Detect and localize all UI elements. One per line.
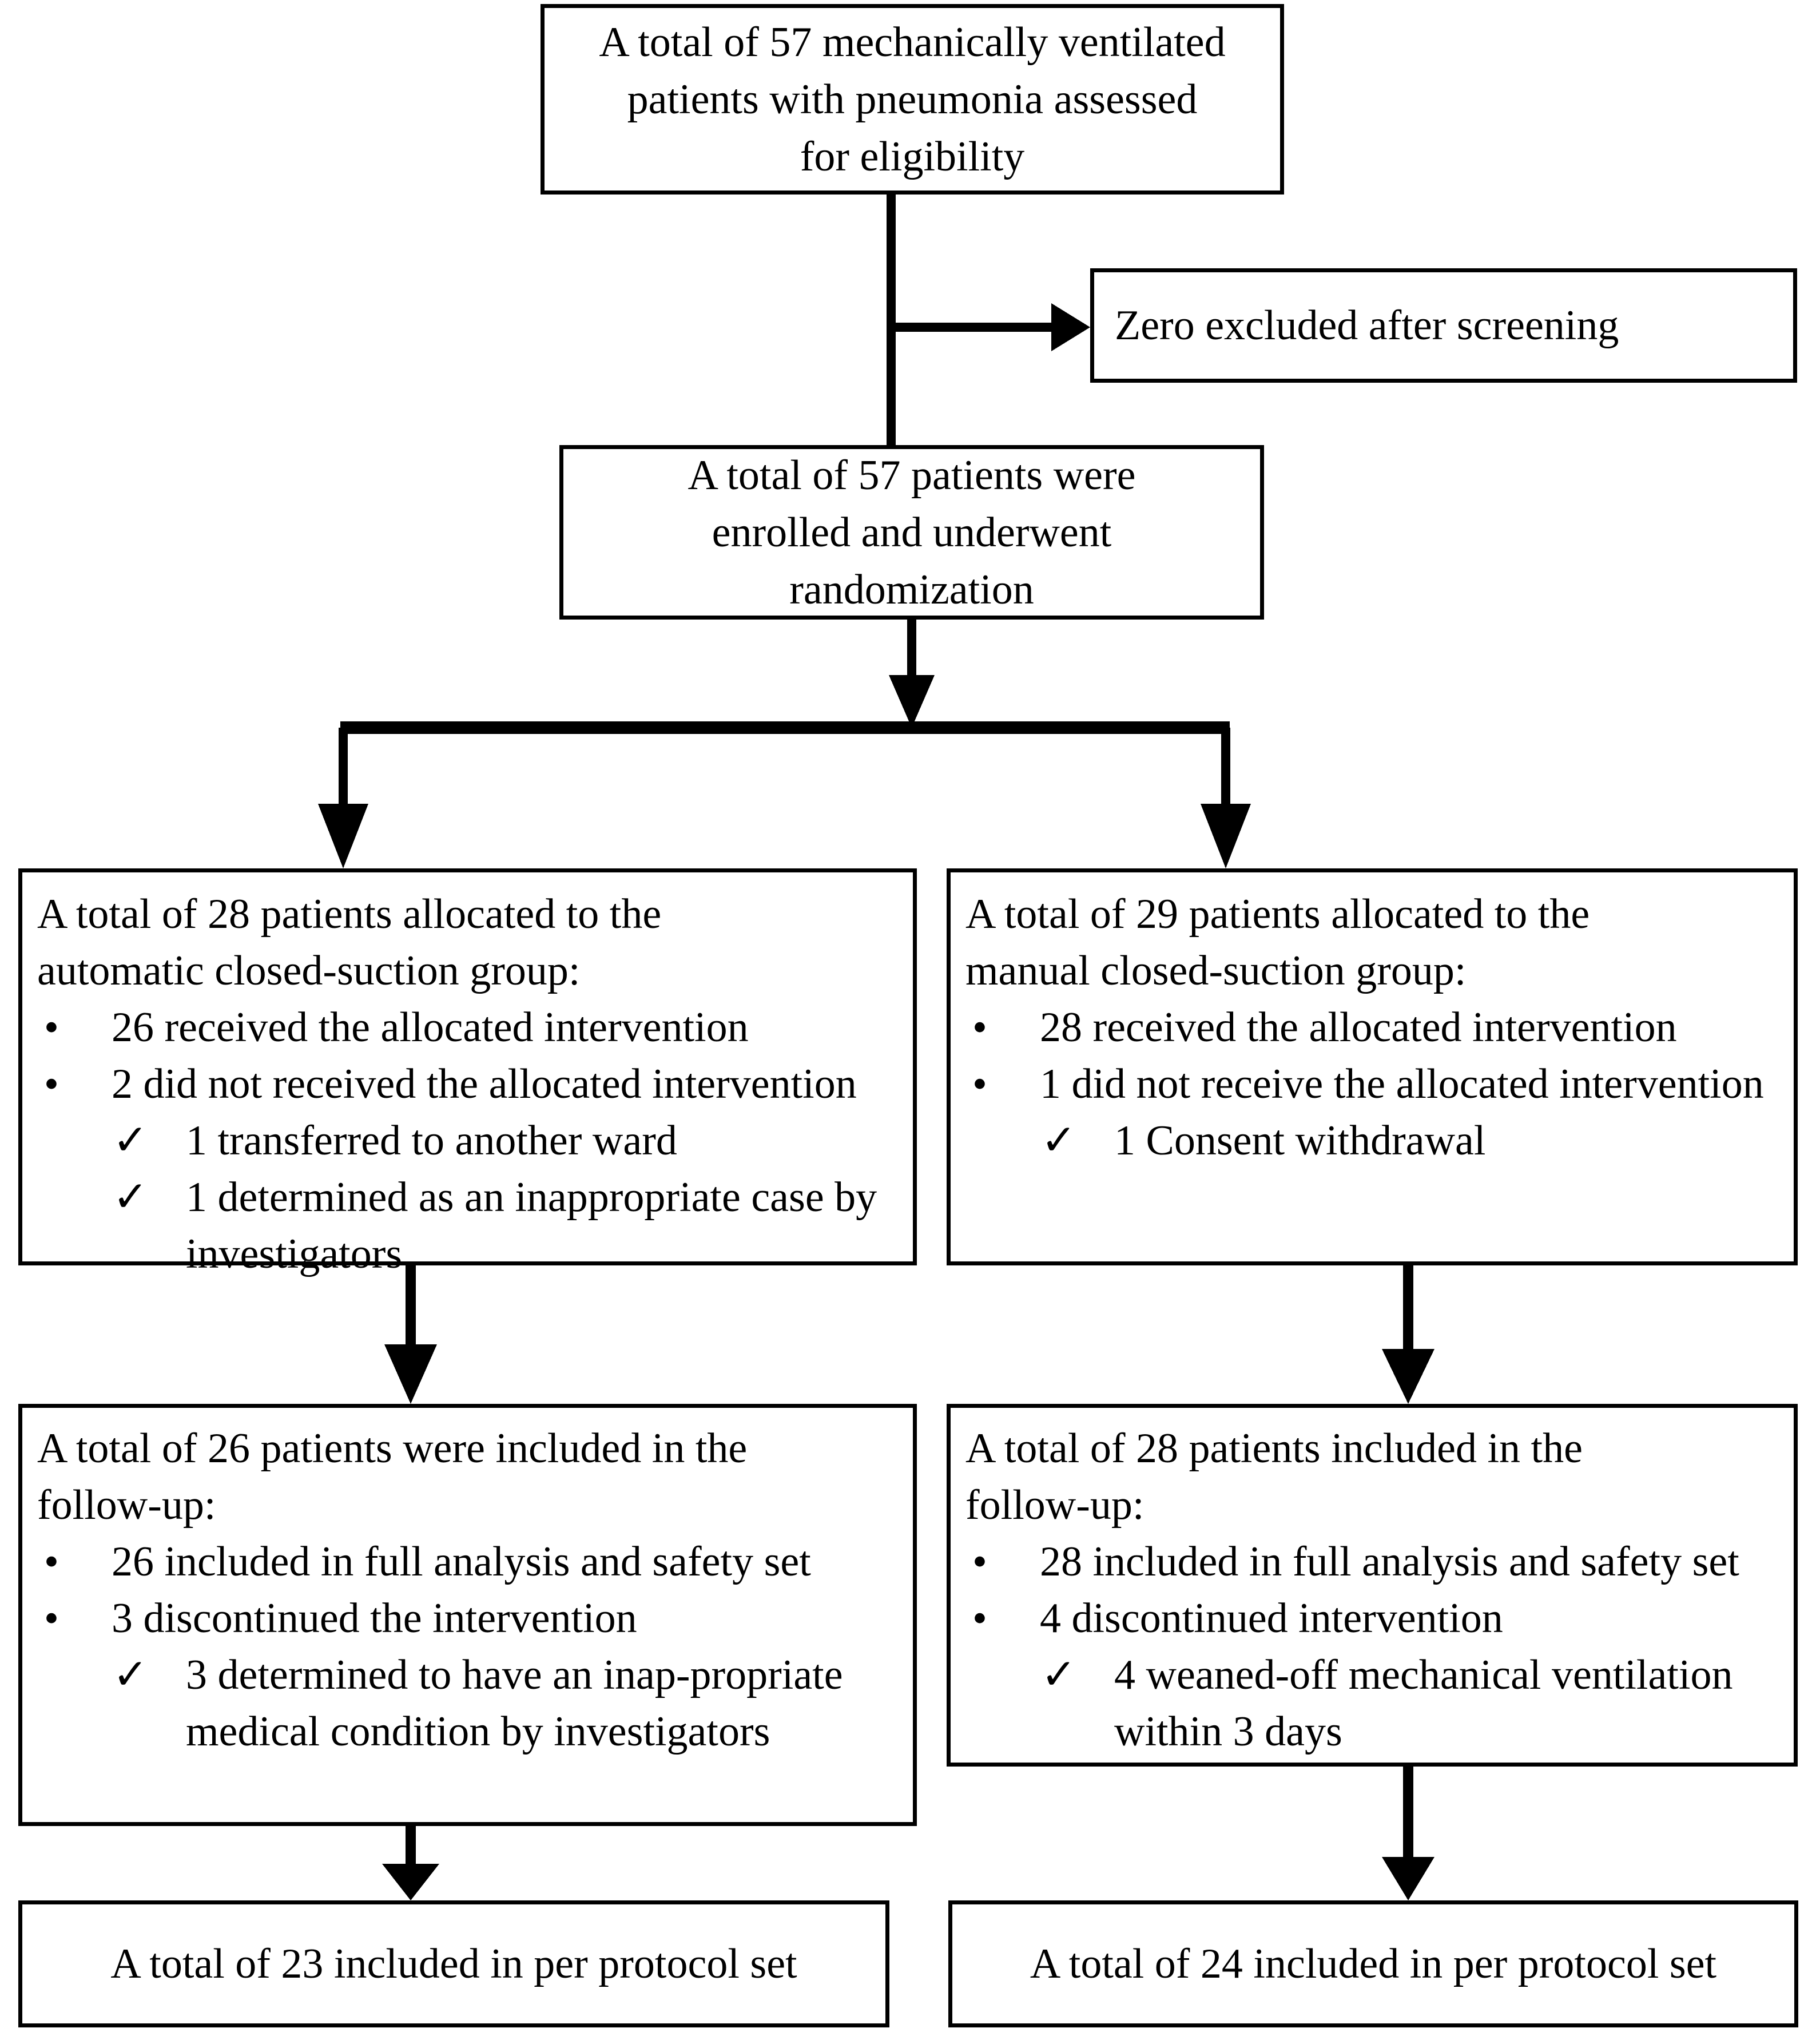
alloc-left-heading-justified: A total of 28 patients allocated to the: [37, 891, 662, 938]
follow-left-heading-last: follow-up:: [37, 1482, 216, 1529]
follow-left-bullet-2: • 3 discontinued the intervention: [37, 1590, 898, 1647]
arrowhead-pp-right: [1382, 1857, 1434, 1900]
alloc-right-subitem-1: ✓ 1 Consent withdrawal: [965, 1113, 1779, 1169]
arrowhead-to-excluded: [1051, 303, 1090, 351]
arrowhead-randomized-down: [889, 675, 935, 728]
randomized-line-1: A total of 57 patients were: [688, 451, 1136, 499]
box-per-protocol-set-manual: A total of 24 included in per protocol s…: [948, 1900, 1798, 2027]
follow-right-bullet-2: • 4 discontinued intervention: [965, 1590, 1779, 1647]
follow-right-bullet-1: • 28 included in full analysis and safet…: [965, 1534, 1779, 1590]
alloc-left-bullet-2: • 2 did not received the allocated inter…: [37, 1056, 898, 1113]
pp-right-line-1: A total of 24 included in per protocol s…: [1030, 1940, 1717, 1987]
box-assessed-for-eligibility: A total of 57 mechanically ventilated pa…: [541, 4, 1284, 195]
alloc-left-bullet-list: • 26 received the allocated intervention…: [37, 999, 898, 1283]
bullet-dot-icon: •: [44, 1538, 59, 1585]
arrowhead-follow-right: [1382, 1349, 1434, 1404]
arrowhead-pp-left: [382, 1864, 439, 1900]
bullet-dot-icon: •: [972, 1538, 987, 1585]
assessed-line-2: patients with pneumonia assessed: [627, 76, 1198, 123]
follow-right-bullet-1-text: 28 included in full analysis and safety …: [1040, 1538, 1739, 1585]
box-allocation-manual-group: A total of 29 patients allocated to the …: [947, 868, 1798, 1265]
bullet-dot-icon: •: [972, 1004, 987, 1051]
alloc-left-subitem-2: ✓ 1 determined as an inappropriate case …: [37, 1169, 898, 1283]
alloc-right-bullet-1: • 28 received the allocated intervention: [965, 999, 1779, 1056]
follow-left-subitem-1-text: 3 determined to have an inap-propriate m…: [186, 1652, 843, 1755]
bullet-dot-icon: •: [972, 1061, 987, 1108]
bullet-dot-icon: •: [972, 1595, 987, 1642]
follow-right-bullet-2-text: 4 discontinued intervention: [1040, 1595, 1503, 1642]
box-excluded-after-screening: Zero excluded after screening: [1090, 268, 1797, 383]
alloc-left-subitem-2-text: 1 determined as an inappropriate case by…: [186, 1174, 877, 1277]
box-follow-up-automatic-group: A total of 26 patients were included in …: [18, 1404, 917, 1826]
follow-right-bullet-list: • 28 included in full analysis and safet…: [965, 1534, 1779, 1760]
alloc-right-bullet-list: • 28 received the allocated intervention…: [965, 999, 1779, 1169]
follow-left-heading-justified: A total of 26 patients were included in …: [37, 1425, 748, 1472]
alloc-left-bullet-1: • 26 received the allocated intervention: [37, 999, 898, 1056]
follow-right-heading-last: follow-up:: [965, 1482, 1145, 1529]
box-enrolled-and-randomized: A total of 57 patients were enrolled and…: [559, 445, 1264, 620]
randomized-line-3: randomization: [789, 566, 1034, 613]
alloc-left-subitem-1-text: 1 transferred to another ward: [186, 1117, 677, 1164]
box-follow-up-manual-group: A total of 28 patients included in the f…: [947, 1404, 1798, 1767]
check-icon: ✓: [1041, 1652, 1077, 1698]
arrowhead-follow-left: [384, 1344, 437, 1404]
follow-left-bullet-1-text: 26 included in full analysis and safety …: [112, 1538, 811, 1585]
follow-right-subitem-1-text: 4 weaned-off mechanical ventilation with…: [1114, 1652, 1733, 1755]
box-per-protocol-set-automatic: A total of 23 included in per protocol s…: [18, 1900, 889, 2027]
bullet-dot-icon: •: [44, 1061, 59, 1108]
follow-left-subitem-1: ✓ 3 determined to have an inap-propriate…: [37, 1647, 898, 1760]
assessed-line-3: for eligibility: [800, 133, 1025, 180]
alloc-left-subitem-1: ✓ 1 transferred to another ward: [37, 1113, 898, 1169]
bullet-dot-icon: •: [44, 1004, 59, 1051]
follow-right-subitem-1: ✓ 4 weaned-off mechanical ventilation wi…: [965, 1647, 1779, 1760]
bullet-dot-icon: •: [44, 1595, 59, 1642]
excluded-line-1: Zero excluded after screening: [1115, 302, 1619, 349]
alloc-left-heading-last: automatic closed-suction group:: [37, 947, 581, 994]
alloc-right-heading-last: manual closed-suction group:: [965, 947, 1467, 994]
alloc-left-bullet-1-text: 26 received the allocated intervention: [112, 1004, 749, 1051]
alloc-right-bullet-2: • 1 did not receive the allocated interv…: [965, 1056, 1779, 1113]
check-icon: ✓: [113, 1117, 149, 1164]
check-icon: ✓: [113, 1652, 149, 1698]
box-allocation-automatic-group: A total of 28 patients allocated to the …: [18, 868, 917, 1277]
follow-left-bullet-1: • 26 included in full analysis and safet…: [37, 1534, 898, 1590]
alloc-right-bullet-2-text: 1 did not receive the allocated interven…: [1040, 1061, 1764, 1108]
randomized-line-2: enrolled and underwent: [712, 509, 1112, 556]
follow-left-bullet-2-text: 3 discontinued the intervention: [112, 1595, 637, 1642]
alloc-right-heading-justified: A total of 29 patients allocated to the: [965, 891, 1590, 938]
follow-left-bullet-list: • 26 included in full analysis and safet…: [37, 1534, 898, 1760]
pp-left-line-1: A total of 23 included in per protocol s…: [110, 1940, 797, 1987]
assessed-line-1: A total of 57 mechanically ventilated: [599, 18, 1226, 66]
arrowhead-split-left: [318, 804, 368, 868]
alloc-right-bullet-1-text: 28 received the allocated intervention: [1040, 1004, 1677, 1051]
alloc-right-subitem-1-text: 1 Consent withdrawal: [1114, 1117, 1486, 1164]
arrowhead-split-right: [1201, 804, 1251, 868]
follow-right-heading-justified: A total of 28 patients included in the: [965, 1425, 1583, 1472]
check-icon: ✓: [1041, 1117, 1077, 1164]
alloc-left-bullet-2-text: 2 did not received the allocated interve…: [112, 1061, 857, 1108]
check-icon: ✓: [113, 1174, 149, 1221]
